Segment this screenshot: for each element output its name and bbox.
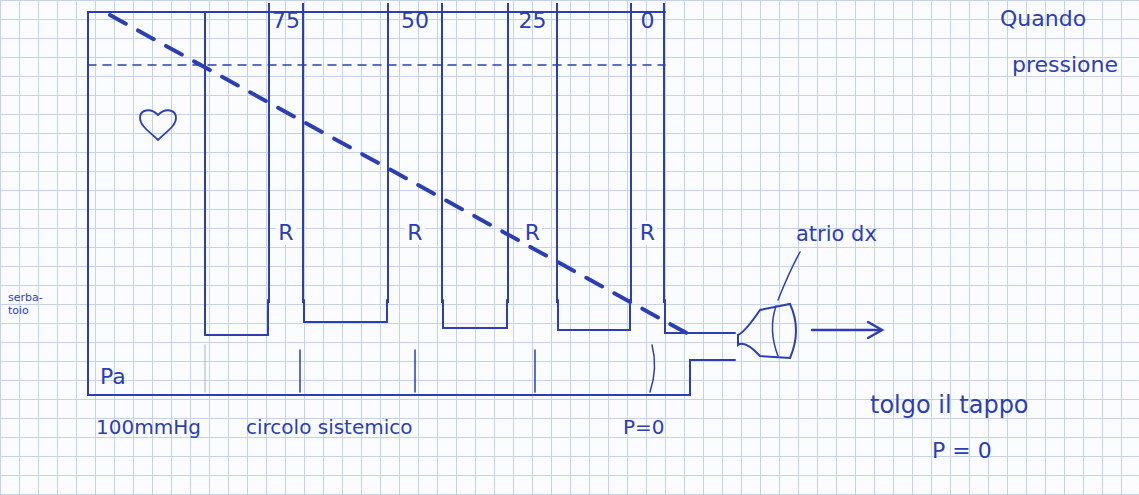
pressure-value: 100mmHg: [96, 416, 201, 439]
pressure-label: Pa: [100, 364, 126, 389]
part-name: atrio dx: [796, 222, 877, 246]
pressure-value: 0: [641, 9, 655, 33]
note-text: Quando: [1000, 6, 1086, 31]
note-text: tolgo il tappo: [870, 392, 1029, 420]
pressure-tube: 25R: [507, 3, 558, 303]
resistance-label: R: [405, 221, 424, 245]
pressure-value: P=0: [623, 416, 665, 439]
resistance-label: R: [638, 221, 657, 245]
pressure-value: 25: [519, 9, 547, 33]
resistance-label: R: [523, 221, 542, 245]
resistance-label: R: [276, 221, 295, 245]
note-text: serba- toio: [8, 292, 56, 317]
pressure-value: 75: [272, 9, 300, 33]
pressure-value: P = 0: [932, 438, 992, 463]
pressure-tube: 75R: [268, 3, 304, 303]
pressure-value: 50: [401, 9, 429, 33]
note-text: pressione: [1012, 52, 1118, 77]
pressure-tube: 50R: [387, 3, 443, 303]
pressure-tube: 0R: [630, 3, 665, 303]
caption-text: circolo sistemico: [246, 416, 413, 439]
